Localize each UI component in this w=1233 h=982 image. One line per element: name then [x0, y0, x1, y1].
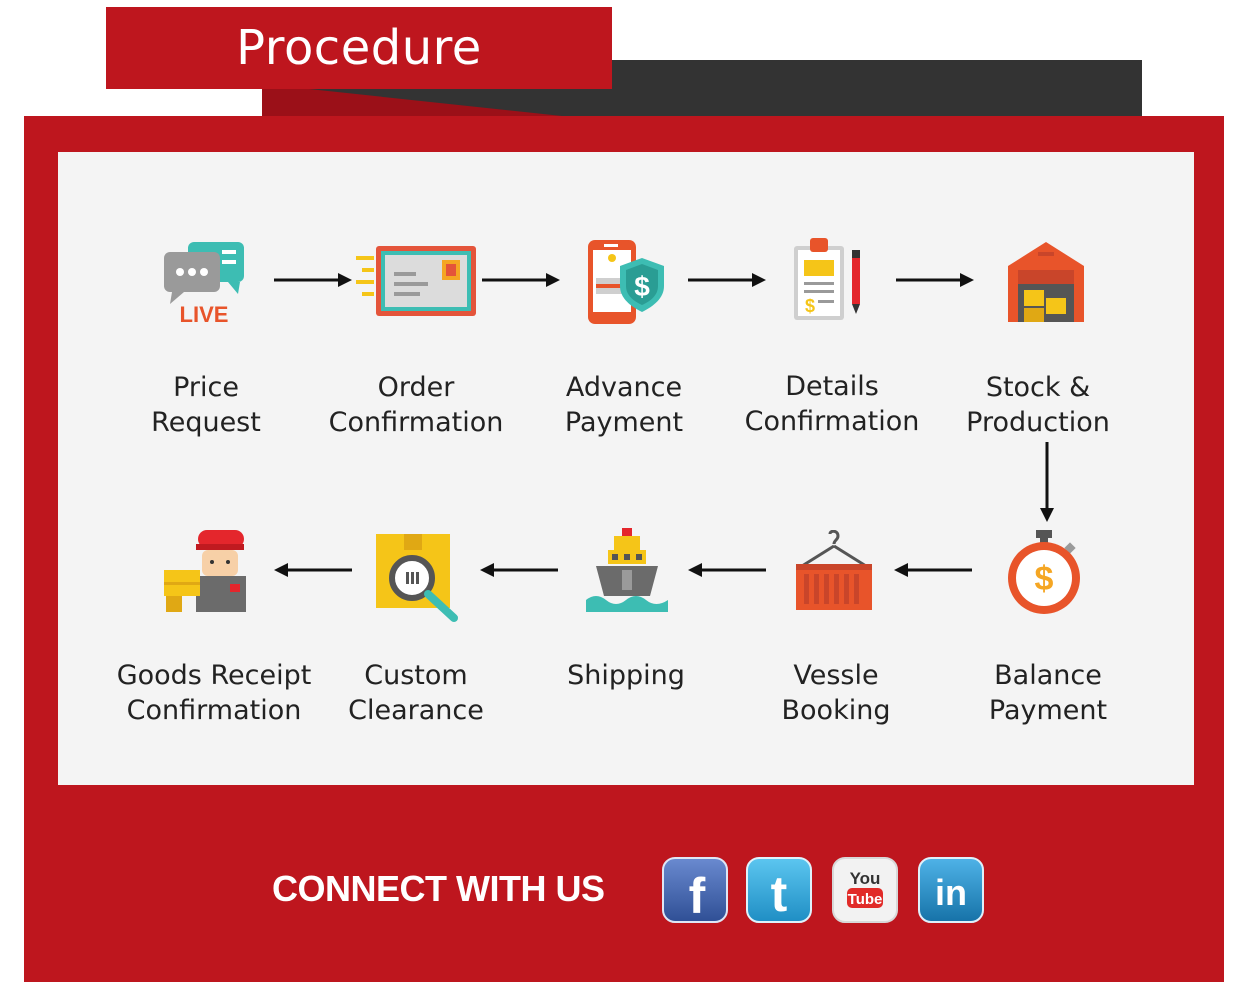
stopwatch-dollar-icon: $	[1002, 528, 1086, 616]
flow-arrow-right	[896, 271, 974, 289]
step-label-shipping: Shipping	[567, 660, 685, 691]
svg-text:in: in	[935, 872, 967, 913]
mobile-payment-icon: $	[584, 238, 668, 326]
page-title: Procedure	[236, 20, 482, 76]
warehouse-icon	[1004, 238, 1088, 326]
svg-text:f: f	[689, 868, 706, 923]
linkedin-button[interactable]: in	[918, 857, 984, 923]
svg-text:$: $	[805, 296, 815, 316]
flow-arrow-left	[480, 561, 558, 579]
container-icon	[792, 530, 876, 614]
step-label-stock-production: Stock &Production	[966, 372, 1110, 438]
flow-arrow-right	[688, 271, 766, 289]
ship-icon	[584, 526, 670, 616]
youtube-icon: You Tube	[832, 857, 898, 923]
connect-with-us-text: CONNECT WITH US	[272, 868, 605, 909]
linkedin-icon: in	[918, 857, 984, 923]
title-tab: Procedure	[106, 7, 612, 89]
flow-arrow-right	[482, 271, 560, 289]
courier-icon	[160, 526, 250, 616]
flow-arrow-down	[1038, 442, 1056, 522]
flow-arrow-left	[894, 561, 972, 579]
facebook-icon: f	[662, 857, 728, 923]
youtube-button[interactable]: You Tube	[832, 857, 898, 923]
twitter-button[interactable]: t	[746, 857, 812, 923]
svg-text:$: $	[1035, 560, 1054, 598]
svg-text:t: t	[771, 866, 788, 922]
svg-text:Tube: Tube	[848, 891, 883, 908]
svg-text:$: $	[634, 271, 650, 302]
envelope-icon	[354, 242, 478, 320]
facebook-button[interactable]: f	[662, 857, 728, 923]
svg-text:You: You	[850, 869, 881, 888]
flow-arrow-left	[688, 561, 766, 579]
twitter-icon: t	[746, 857, 812, 923]
live-chat-icon: LIVE	[158, 240, 250, 328]
document-clipboard-icon: $	[788, 236, 872, 324]
flow-arrow-right	[274, 271, 352, 289]
flow-arrow-left	[274, 561, 352, 579]
inspect-box-icon	[374, 532, 462, 624]
svg-text:LIVE: LIVE	[180, 302, 229, 327]
